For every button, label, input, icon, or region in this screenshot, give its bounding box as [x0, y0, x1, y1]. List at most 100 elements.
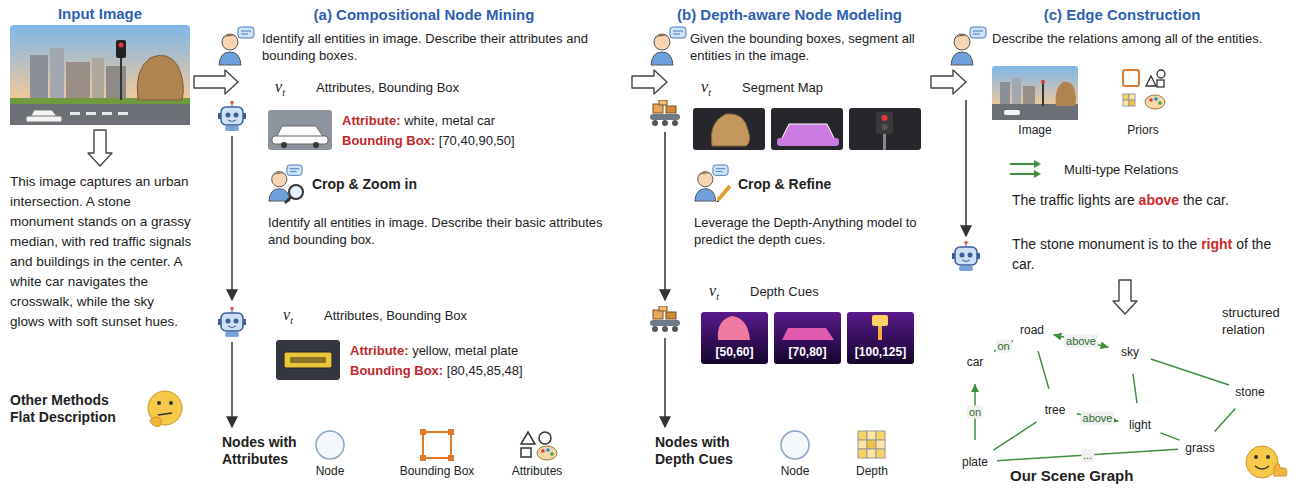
segment-crops [882, 124, 888, 130]
bounding-box-icon [448, 429, 454, 435]
dashed-group-fill [685, 162, 930, 400]
tag-label: Depth Cues [736, 279, 837, 305]
segment-crops [876, 112, 893, 134]
tag-text: Multi-type Relations [1064, 162, 1178, 177]
text-line: [70,80] [774, 345, 841, 360]
input-photo [10, 98, 190, 125]
depth-maps [701, 312, 768, 364]
text-line: Attributes, Bounding Box [324, 308, 467, 324]
text-line: Bounding Box [395, 464, 479, 479]
thumbs-up-emoji [1266, 455, 1270, 459]
car-crop [272, 136, 328, 144]
text-line: Segment Map [742, 80, 823, 96]
node-name: light [1129, 418, 1151, 432]
text-line: Our Scene Graph [1010, 467, 1160, 485]
flow-arrow [88, 130, 112, 166]
input-photo [10, 25, 190, 125]
robot-icon [218, 307, 246, 337]
robot-icon [218, 101, 980, 337]
image-thumbnail [1042, 80, 1044, 106]
zoom-icon [269, 165, 302, 201]
segment-crops [777, 138, 839, 146]
token-symbol: t [708, 87, 711, 98]
bold-label: Crop & Refine [738, 176, 831, 192]
flow-line [232, 100, 966, 427]
flow-line [664, 132, 666, 300]
node-token: vt [692, 74, 720, 102]
text-line: road [1011, 322, 1053, 338]
priors-icons [1123, 70, 1139, 86]
zoom-icon [285, 197, 291, 203]
text-line: Other Methods Flat Description [10, 392, 135, 426]
car-crop [313, 142, 319, 148]
car-crop [281, 142, 287, 148]
token-symbol: t [290, 315, 293, 326]
depth-maps [718, 316, 750, 340]
depth-icon [858, 431, 885, 458]
icon-label: Depth [856, 464, 888, 478]
flow-line [664, 338, 666, 427]
image-thumbnail [1023, 86, 1035, 106]
segment-crops [693, 108, 921, 150]
node-token: vt [266, 74, 294, 102]
thinking-emoji [157, 401, 161, 405]
plate-crop [276, 340, 340, 380]
zoom-icon [269, 165, 303, 203]
text-line: Describe the relations among all of the … [992, 30, 1292, 47]
panel: vtSegment MapvtDepth Cues[50,60][70,80][… [643, 2, 936, 488]
text-line: vt [274, 306, 302, 330]
priors-icons [1158, 101, 1162, 105]
priors-icons [1123, 100, 1129, 106]
attributes-icon [546, 448, 550, 452]
text-line: [50,60] [701, 345, 768, 360]
text-line: vt [700, 282, 728, 306]
node-token: vt [274, 302, 302, 330]
graph-node: car [954, 341, 996, 383]
segment-crops [693, 108, 765, 150]
relation-edge [1215, 408, 1236, 431]
input-photo [86, 112, 96, 115]
text-line: vt [266, 78, 294, 102]
tag-shape [1051, 158, 1197, 183]
segment-crops [849, 108, 921, 150]
bounding-box-icon [420, 429, 454, 461]
dashed-group: vt Attributes, Bounding BoxAttribute:yell… [258, 162, 630, 400]
depth-icon [858, 449, 867, 458]
image-thumbnail [1012, 78, 1021, 106]
priors-icons [1123, 94, 1129, 100]
node-token: vt [700, 278, 728, 306]
car-crop [268, 110, 332, 150]
text-line: stone [1229, 384, 1271, 400]
refine-icon [695, 165, 730, 202]
attribute-text: Bounding Box: [350, 363, 443, 378]
relation-edge [1038, 351, 1049, 389]
instruction-text: Leverage the Depth-Anything model to pre… [694, 215, 917, 247]
image-thumbnail [1056, 82, 1076, 106]
tag-text: Attributes, Bounding Box [324, 308, 467, 323]
text-line: Nodes with Depth Cues [655, 434, 755, 468]
image-thumbnail [992, 66, 1078, 120]
node-name: car [967, 355, 984, 369]
edge-label: ... [1081, 449, 1094, 462]
tag-label: Attributes, Bounding Box [310, 303, 486, 329]
graph-node: road [1011, 309, 1053, 351]
panel: Input Image [2, 2, 198, 132]
icon-label: Attributes [512, 464, 563, 478]
attribute-text: white, metal car [404, 113, 495, 128]
info-box: Multi-type RelationsThe traffic lights a… [1000, 150, 1296, 282]
priors-icons [1123, 70, 1165, 109]
tag-text: Depth Cues [750, 284, 819, 299]
thinking-emoji [158, 413, 172, 415]
refine-icon [718, 186, 730, 200]
icon-label: Bounding Box [400, 464, 475, 478]
text-line: Leverage the Depth-Anything model to pre… [694, 214, 922, 248]
depth-maps [872, 315, 888, 326]
relation-text: The stone monument is to the [1012, 236, 1197, 252]
text-line: Given the bounding boxes, segment all en… [690, 30, 930, 64]
flow-line [231, 136, 233, 300]
node-name: sky [1121, 345, 1139, 359]
text-line: Attribute:yellow, metal plate [350, 342, 614, 359]
tag-label: Multi-type Relations [1050, 157, 1197, 183]
node-icon [781, 431, 809, 459]
thumbs-up-emoji [1246, 446, 1287, 478]
